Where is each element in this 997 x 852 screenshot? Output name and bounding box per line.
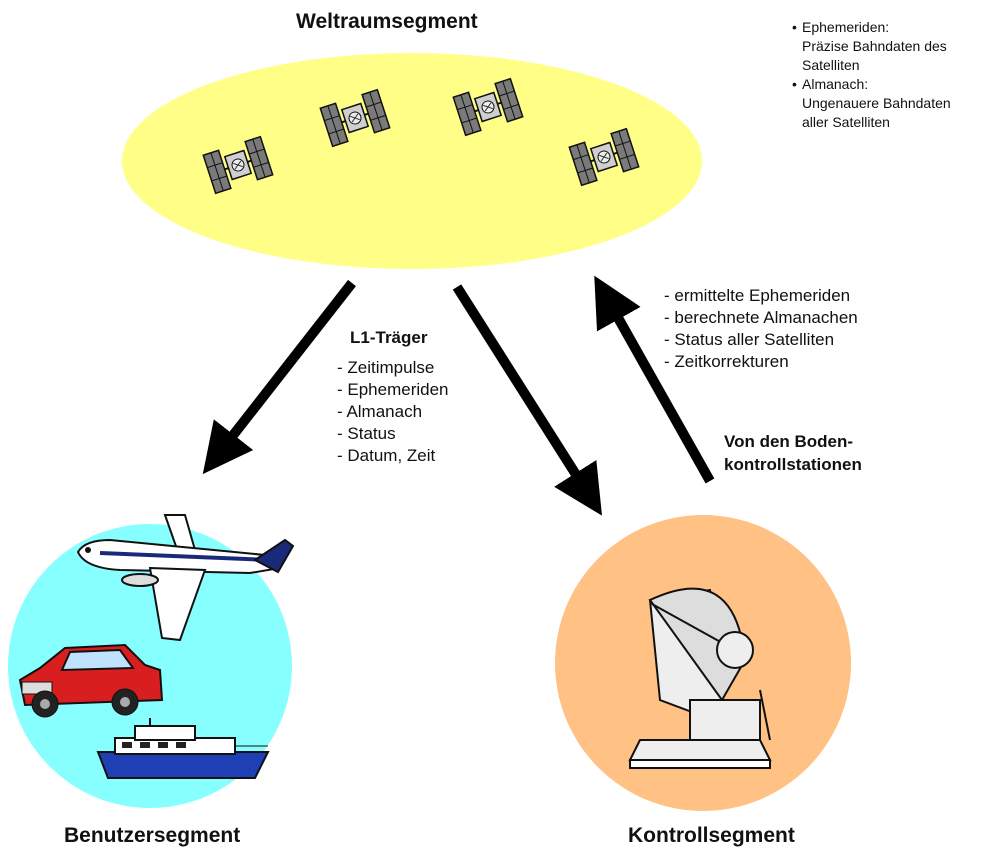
control-segment-label: Kontrollsegment: [628, 824, 795, 847]
airplane-icon: [76, 514, 295, 642]
uplink-item: - Status aller Satelliten: [664, 330, 835, 349]
legend-item-ephemeriden: • Ephemeriden: Präzise Bahndaten des Sat…: [792, 18, 951, 75]
satellite-dish-icon: [628, 587, 772, 769]
uplink-arrow: [594, 275, 715, 484]
legend-line: Almanach:: [802, 76, 869, 92]
car-icon: [18, 643, 164, 718]
downlink-item: - Zeitimpulse: [337, 358, 435, 377]
downlink-item: - Ephemeriden: [337, 380, 449, 399]
uplink-item: - ermittelte Ephemeriden: [664, 286, 851, 305]
uplink-title: Von den Boden- kontrollstationen: [724, 430, 862, 476]
legend-item-almanach: • Almanach: Ungenauere Bahndaten aller S…: [792, 75, 951, 132]
user-segment-label: Benutzersegment: [64, 824, 241, 847]
uplink-title-line: kontrollstationen: [724, 455, 862, 474]
uplink-title-line: Von den Boden-: [724, 432, 854, 451]
downlink-item: - Almanach: [337, 402, 423, 421]
downlink-arrow-control: [452, 284, 602, 516]
legend-line: Ephemeriden:: [802, 19, 890, 35]
legend-line: Satelliten: [802, 57, 860, 73]
legend-bullet: •: [792, 19, 797, 35]
legend: • Ephemeriden: Präzise Bahndaten des Sat…: [792, 18, 951, 132]
downlink-arrow-user: [202, 279, 356, 475]
legend-line: Ungenauere Bahndaten: [802, 95, 951, 111]
legend-bullet: •: [792, 76, 797, 92]
downlink-title: L1-Träger: [350, 328, 428, 347]
downlink-item: - Status: [337, 424, 396, 443]
downlink-list: - Zeitimpulse - Ephemeriden - Almanach -…: [337, 357, 449, 467]
uplink-item: - Zeitkorrekturen: [664, 352, 789, 371]
legend-line: Präzise Bahndaten des: [802, 38, 947, 54]
boat-icon: [96, 718, 270, 779]
uplink-item: - berechnete Almanachen: [664, 308, 858, 327]
legend-line: aller Satelliten: [802, 114, 890, 130]
uplink-list: - ermittelte Ephemeriden - berechnete Al…: [664, 285, 858, 373]
space-segment-label: Weltraumsegment: [296, 10, 478, 33]
space-segment-ellipse: [122, 53, 702, 269]
downlink-item: - Datum, Zeit: [337, 446, 436, 465]
